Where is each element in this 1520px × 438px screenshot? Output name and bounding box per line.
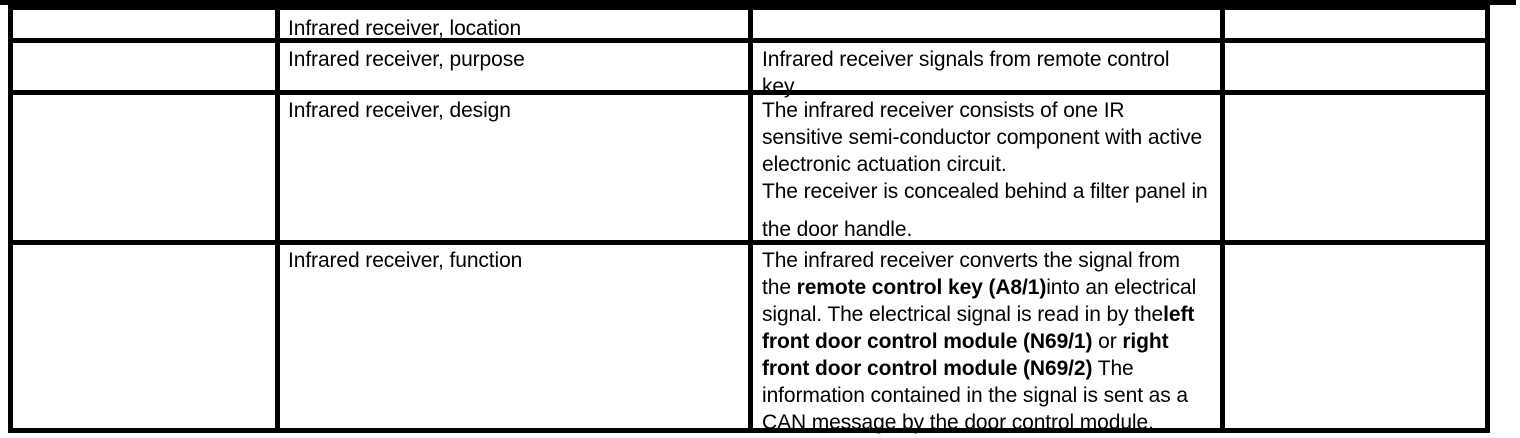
text-run: signal. The electrical signal is read in… — [762, 303, 1164, 326]
text-run: The receiver is concealed behind a filte… — [762, 180, 1208, 203]
text-run: the — [762, 276, 797, 299]
cell-label-purpose: Infrared receiver, purpose — [288, 48, 525, 71]
table-row: Infrared receiver, design — [288, 97, 511, 124]
table-border-left — [8, 5, 13, 433]
text-line: front door control module (N69/2) The — [762, 355, 1196, 382]
cell-label-design: Infrared receiver, design — [288, 99, 511, 122]
row-divider-2 — [8, 90, 1490, 95]
text-line: The infrared receiver converts the signa… — [762, 247, 1196, 274]
text-run: sensitive semi-conductor component with … — [762, 126, 1203, 149]
text-run: Infrared receiver signals from remote co… — [762, 48, 1170, 71]
cell-body-purpose: Infrared receiver signals from remote co… — [762, 46, 1170, 100]
table-row: Infrared receiver, purpose — [288, 46, 525, 73]
text-line: signal. The electrical signal is read in… — [762, 301, 1196, 328]
column-divider-1 — [275, 5, 280, 433]
text-line: electronic actuation circuit. — [762, 151, 1208, 178]
text-run: key. — [762, 75, 799, 98]
bold-term: front door control module (N69/1) — [762, 330, 1093, 353]
table-row: Infrared receiver, function — [288, 247, 522, 274]
text-run: The infrared receiver converts the signa… — [762, 249, 1180, 272]
text-run: CAN message by the door control module. — [762, 411, 1154, 434]
text-line: Infrared receiver signals from remote co… — [762, 46, 1170, 73]
text-line: The infrared receiver consists of one IR — [762, 97, 1208, 124]
text-line: CAN message by the door control module. — [762, 409, 1196, 436]
bold-term: front door control module (N69/2) — [762, 357, 1093, 380]
text-line: front door control module (N69/1) or rig… — [762, 328, 1196, 355]
text-run: or — [1092, 330, 1123, 353]
table-border-bottom — [8, 428, 1490, 433]
page-top-rule — [0, 0, 1516, 5]
row-divider-3 — [8, 240, 1490, 245]
text-line: key. — [762, 73, 1170, 100]
text-run: The infrared receiver consists of one IR — [762, 99, 1125, 122]
text-run: the door handle. — [762, 218, 913, 241]
text-line: the door handle. — [762, 216, 1208, 243]
column-divider-2 — [748, 5, 753, 433]
bold-term: left — [1163, 303, 1195, 326]
text-run: information contained in the signal is s… — [762, 384, 1188, 407]
cell-label-location: Infrared receiver, location — [288, 17, 522, 40]
table-border-top — [8, 5, 1490, 10]
row-divider-1 — [8, 38, 1490, 43]
column-divider-3 — [1220, 5, 1225, 433]
cell-body-design: The infrared receiver consists of one IR… — [762, 97, 1208, 243]
text-line: the remote control key (A8/1)into an ele… — [762, 274, 1196, 301]
text-line: information contained in the signal is s… — [762, 382, 1196, 409]
text-line: The receiver is concealed behind a filte… — [762, 178, 1208, 205]
bold-term: remote control key (A8/1) — [796, 276, 1047, 299]
bold-term: right — [1122, 330, 1169, 353]
text-run: electronic actuation circuit. — [762, 153, 1007, 176]
cell-body-function: The infrared receiver converts the signa… — [762, 247, 1196, 436]
table-row: Infrared receiver, location — [288, 15, 521, 42]
text-line: sensitive semi-conductor component with … — [762, 124, 1208, 151]
data-table: Infrared receiver, location Infrared rec… — [8, 5, 1490, 436]
table-border-right — [1485, 5, 1490, 433]
text-run: The — [1092, 357, 1134, 380]
text-run: into an electrical — [1046, 276, 1197, 299]
cell-label-function: Infrared receiver, function — [288, 249, 523, 272]
